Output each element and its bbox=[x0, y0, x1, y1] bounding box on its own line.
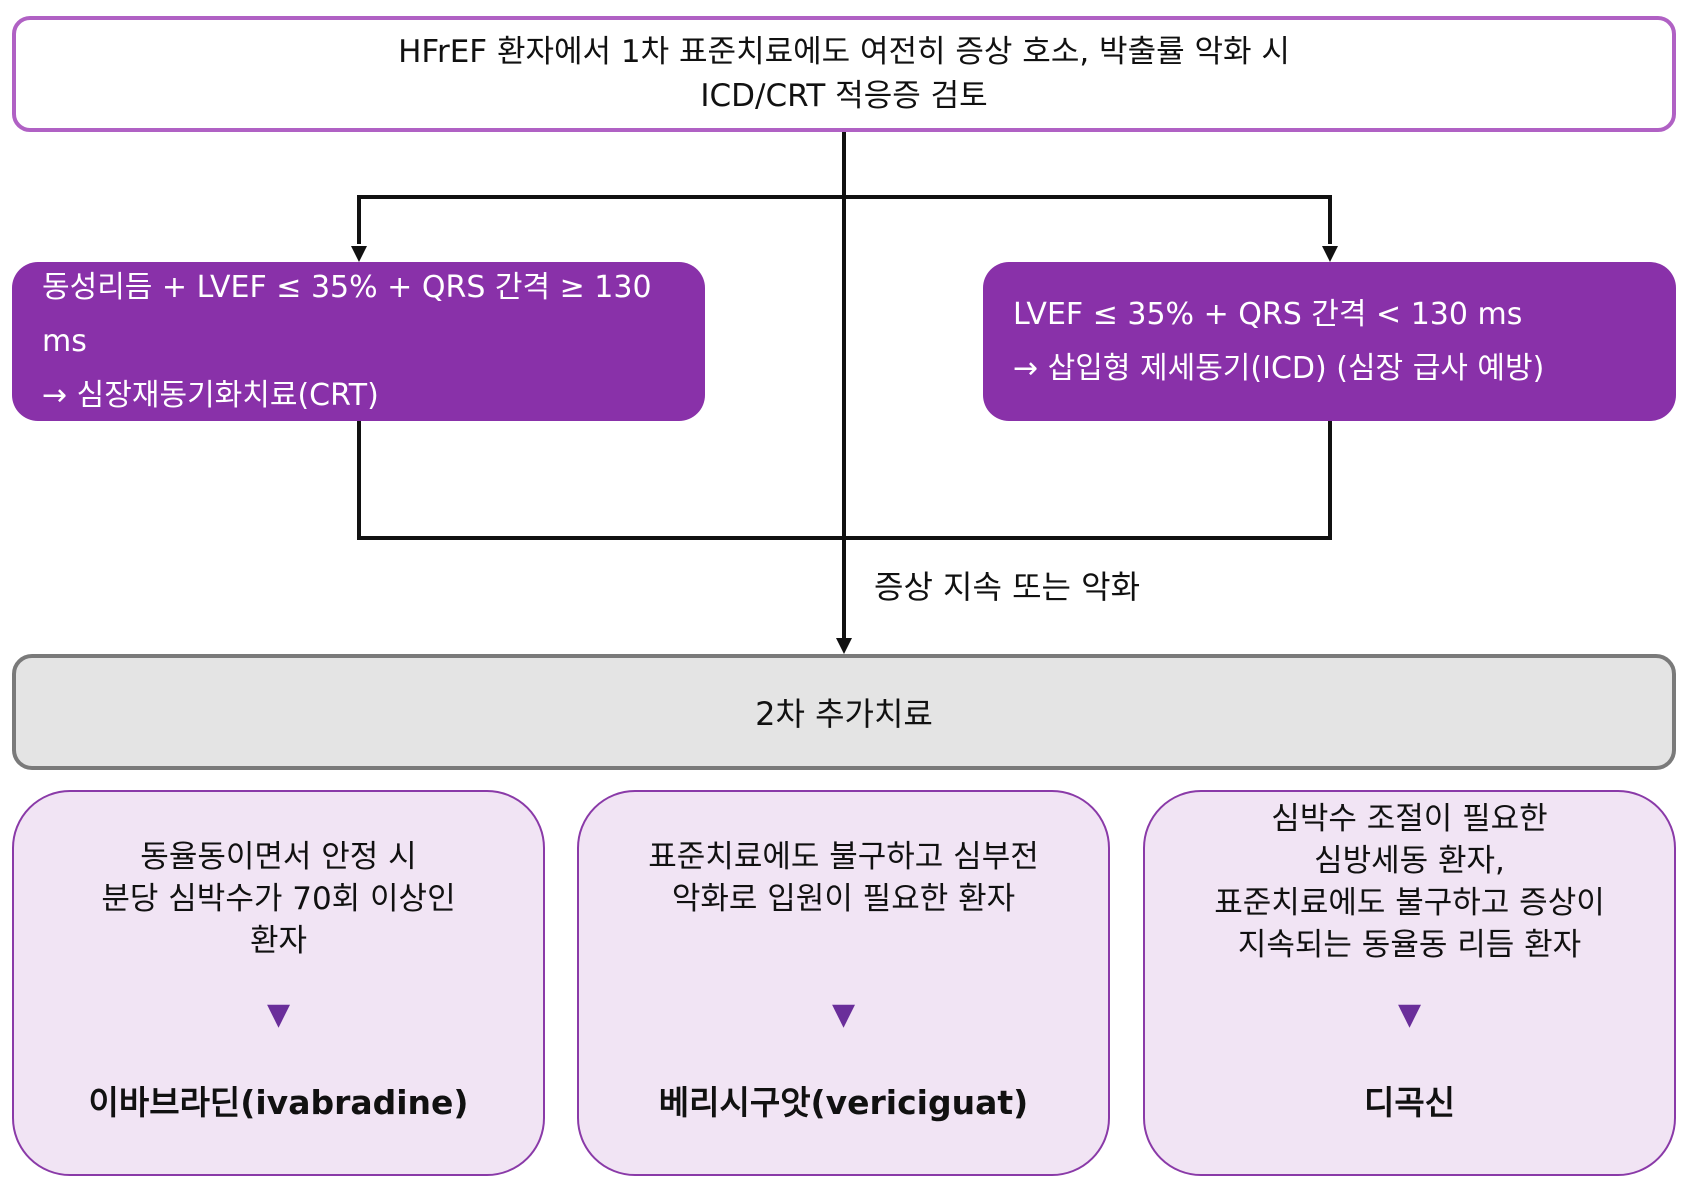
option-condition-line: 표준치료에도 불구하고 심부전 bbox=[648, 839, 1039, 875]
primary-criteria-line1: HFrEF 환자에서 1차 표준치료에도 여전히 증상 호소, 박출률 악화 시 bbox=[398, 34, 1290, 70]
arrowhead-left bbox=[351, 246, 367, 262]
option-condition-line: 악화로 입원이 필요한 환자 bbox=[671, 881, 1016, 917]
bottom-merge-line bbox=[357, 421, 1332, 540]
option-condition-line: 지속되는 동율동 리듬 환자 bbox=[1237, 927, 1582, 963]
crt-criteria-box: 동성리듬 + LVEF ≤ 35% + QRS 간격 ≥ 130 ms → 심장… bbox=[12, 262, 705, 421]
arrowhead-second bbox=[836, 638, 852, 654]
icd-criteria-line2: → 삽입형 제세동기(ICD) (심장 급사 예방) bbox=[1013, 350, 1545, 386]
option-drug-name: 디곡신 bbox=[1363, 1083, 1456, 1122]
option-condition-line: 심박수 조절이 필요한 bbox=[1271, 801, 1548, 837]
primary-criteria-box: HFrEF 환자에서 1차 표준치료에도 여전히 증상 호소, 박출률 악화 시… bbox=[12, 16, 1676, 132]
crt-criteria-line1: 동성리듬 + LVEF ≤ 35% + QRS 간격 ≥ 130 ms bbox=[42, 269, 652, 359]
secondary-treatment-box: 2차 추가치료 bbox=[12, 654, 1676, 770]
down-triangle-icon: ▼ bbox=[831, 997, 856, 1032]
icd-criteria-box: LVEF ≤ 35% + QRS 간격 < 130 ms → 삽입형 제세동기(… bbox=[983, 262, 1676, 421]
primary-criteria-line2: ICD/CRT 적응증 검토 bbox=[700, 78, 988, 114]
option-vericiguat-box: 표준치료에도 불구하고 심부전 악화로 입원이 필요한 환자 ▼ 베리시구앗(v… bbox=[577, 790, 1110, 1176]
option-condition-line: 심방세동 환자, bbox=[1314, 843, 1505, 879]
down-triangle-icon: ▼ bbox=[266, 997, 291, 1032]
option-condition: 표준치료에도 불구하고 심부전 악화로 입원이 필요한 환자 bbox=[579, 836, 1108, 920]
option-condition: 심박수 조절이 필요한 심방세동 환자, 표준치료에도 불구하고 증상이 지속되… bbox=[1145, 798, 1674, 966]
arrowhead-right bbox=[1322, 246, 1338, 262]
connector-label: 증상 지속 또는 악화 bbox=[874, 568, 1141, 606]
option-condition-line: 동율동이면서 안정 시 bbox=[140, 839, 417, 875]
option-condition-line: 표준치료에도 불구하고 증상이 bbox=[1214, 885, 1605, 921]
icd-criteria-line1: LVEF ≤ 35% + QRS 간격 < 130 ms bbox=[1013, 296, 1523, 332]
option-condition: 동율동이면서 안정 시 분당 심박수가 70회 이상인 환자 bbox=[14, 836, 543, 962]
crt-criteria-line2: → 심장재동기화치료(CRT) bbox=[42, 377, 379, 413]
option-drug-name: 이바브라딘(ivabradine) bbox=[88, 1083, 469, 1122]
option-drug-name: 베리시구앗(vericiguat) bbox=[658, 1083, 1029, 1122]
option-digoxin-box: 심박수 조절이 필요한 심방세동 환자, 표준치료에도 불구하고 증상이 지속되… bbox=[1143, 790, 1676, 1176]
secondary-treatment-label: 2차 추가치료 bbox=[755, 695, 933, 733]
top-split-line bbox=[357, 195, 1332, 244]
option-condition-line: 환자 bbox=[249, 923, 308, 959]
down-triangle-icon: ▼ bbox=[1397, 997, 1422, 1032]
option-ivabradine-box: 동율동이면서 안정 시 분당 심박수가 70회 이상인 환자 ▼ 이바브라딘(i… bbox=[12, 790, 545, 1176]
option-condition-line: 분당 심박수가 70회 이상인 bbox=[101, 881, 456, 917]
